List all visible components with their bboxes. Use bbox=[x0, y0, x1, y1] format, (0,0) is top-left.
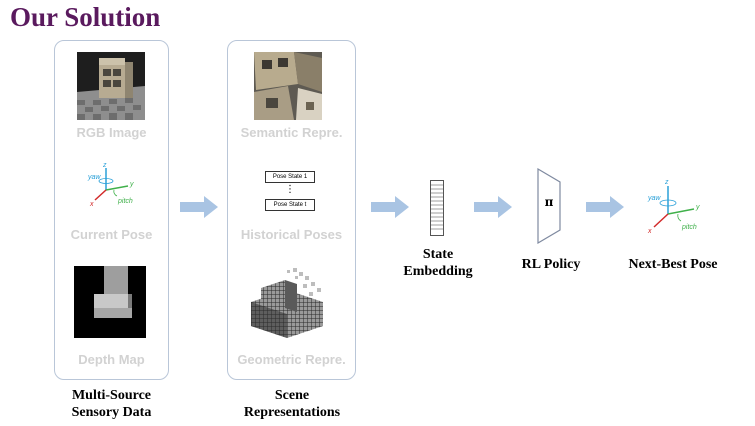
next-y-label: y bbox=[695, 204, 700, 211]
scene-caption-line2: Representations bbox=[243, 405, 341, 420]
scene-caption-line1: Scene bbox=[274, 388, 310, 403]
depth-map-image bbox=[74, 266, 146, 338]
sensory-caption-line1: Multi-Source bbox=[71, 388, 152, 403]
next-best-pose-caption: Next-Best Pose bbox=[628, 257, 718, 272]
page-title: Our Solution bbox=[10, 2, 161, 32]
state-caption-line1: State bbox=[422, 247, 454, 262]
geometric-representation-label: Geometric Repre. bbox=[237, 352, 346, 367]
historical-poses-label: Historical Poses bbox=[240, 227, 343, 242]
pose-states-ellipsis: ⋮ bbox=[285, 184, 295, 195]
state-embedding-vector-icon bbox=[430, 180, 444, 236]
rgb-image-label: RGB Image bbox=[76, 125, 147, 140]
current-pose-axes-icon: z y x yaw pitch bbox=[87, 162, 134, 208]
geometric-representation-image bbox=[251, 268, 323, 338]
current-pose-label: Current Pose bbox=[70, 227, 153, 242]
next-x-label: x bbox=[647, 228, 652, 234]
rl-policy-caption: RL Policy bbox=[521, 257, 581, 272]
pose-state-1-box: Pose State 1 bbox=[265, 171, 315, 183]
policy-pi-symbol: π bbox=[544, 195, 554, 209]
depth-map-label: Depth Map bbox=[78, 352, 145, 367]
rl-policy-block bbox=[537, 168, 561, 244]
semantic-representation-image bbox=[254, 52, 322, 120]
sensory-caption-line2: Sensory Data bbox=[71, 405, 152, 420]
next-yaw-label: yaw bbox=[647, 195, 661, 202]
arrow-right-icon bbox=[371, 196, 409, 218]
pose-yaw-label: yaw bbox=[87, 174, 101, 181]
arrow-right-icon bbox=[586, 196, 624, 218]
pose-x-label: x bbox=[89, 201, 94, 208]
next-pitch-label: pitch bbox=[681, 224, 697, 231]
next-z-label: z bbox=[664, 179, 669, 186]
scene-representations-caption: Scene Representations bbox=[222, 387, 362, 421]
pose-y-label: y bbox=[129, 181, 134, 188]
next-best-pose-axes-icon: z y x yaw pitch bbox=[647, 179, 700, 234]
state-caption-line2: Embedding bbox=[403, 264, 473, 279]
pose-state-t-box: Pose State t bbox=[265, 199, 315, 211]
pose-pitch-label: pitch bbox=[117, 198, 133, 205]
arrow-right-icon bbox=[180, 196, 218, 218]
arrow-right-icon bbox=[474, 196, 512, 218]
state-embedding-caption: State Embedding bbox=[392, 246, 484, 280]
semantic-representation-label: Semantic Repre. bbox=[240, 125, 343, 140]
rgb-image bbox=[77, 52, 145, 120]
pose-z-label: z bbox=[102, 162, 107, 169]
sensory-data-caption: Multi-Source Sensory Data bbox=[44, 387, 179, 421]
